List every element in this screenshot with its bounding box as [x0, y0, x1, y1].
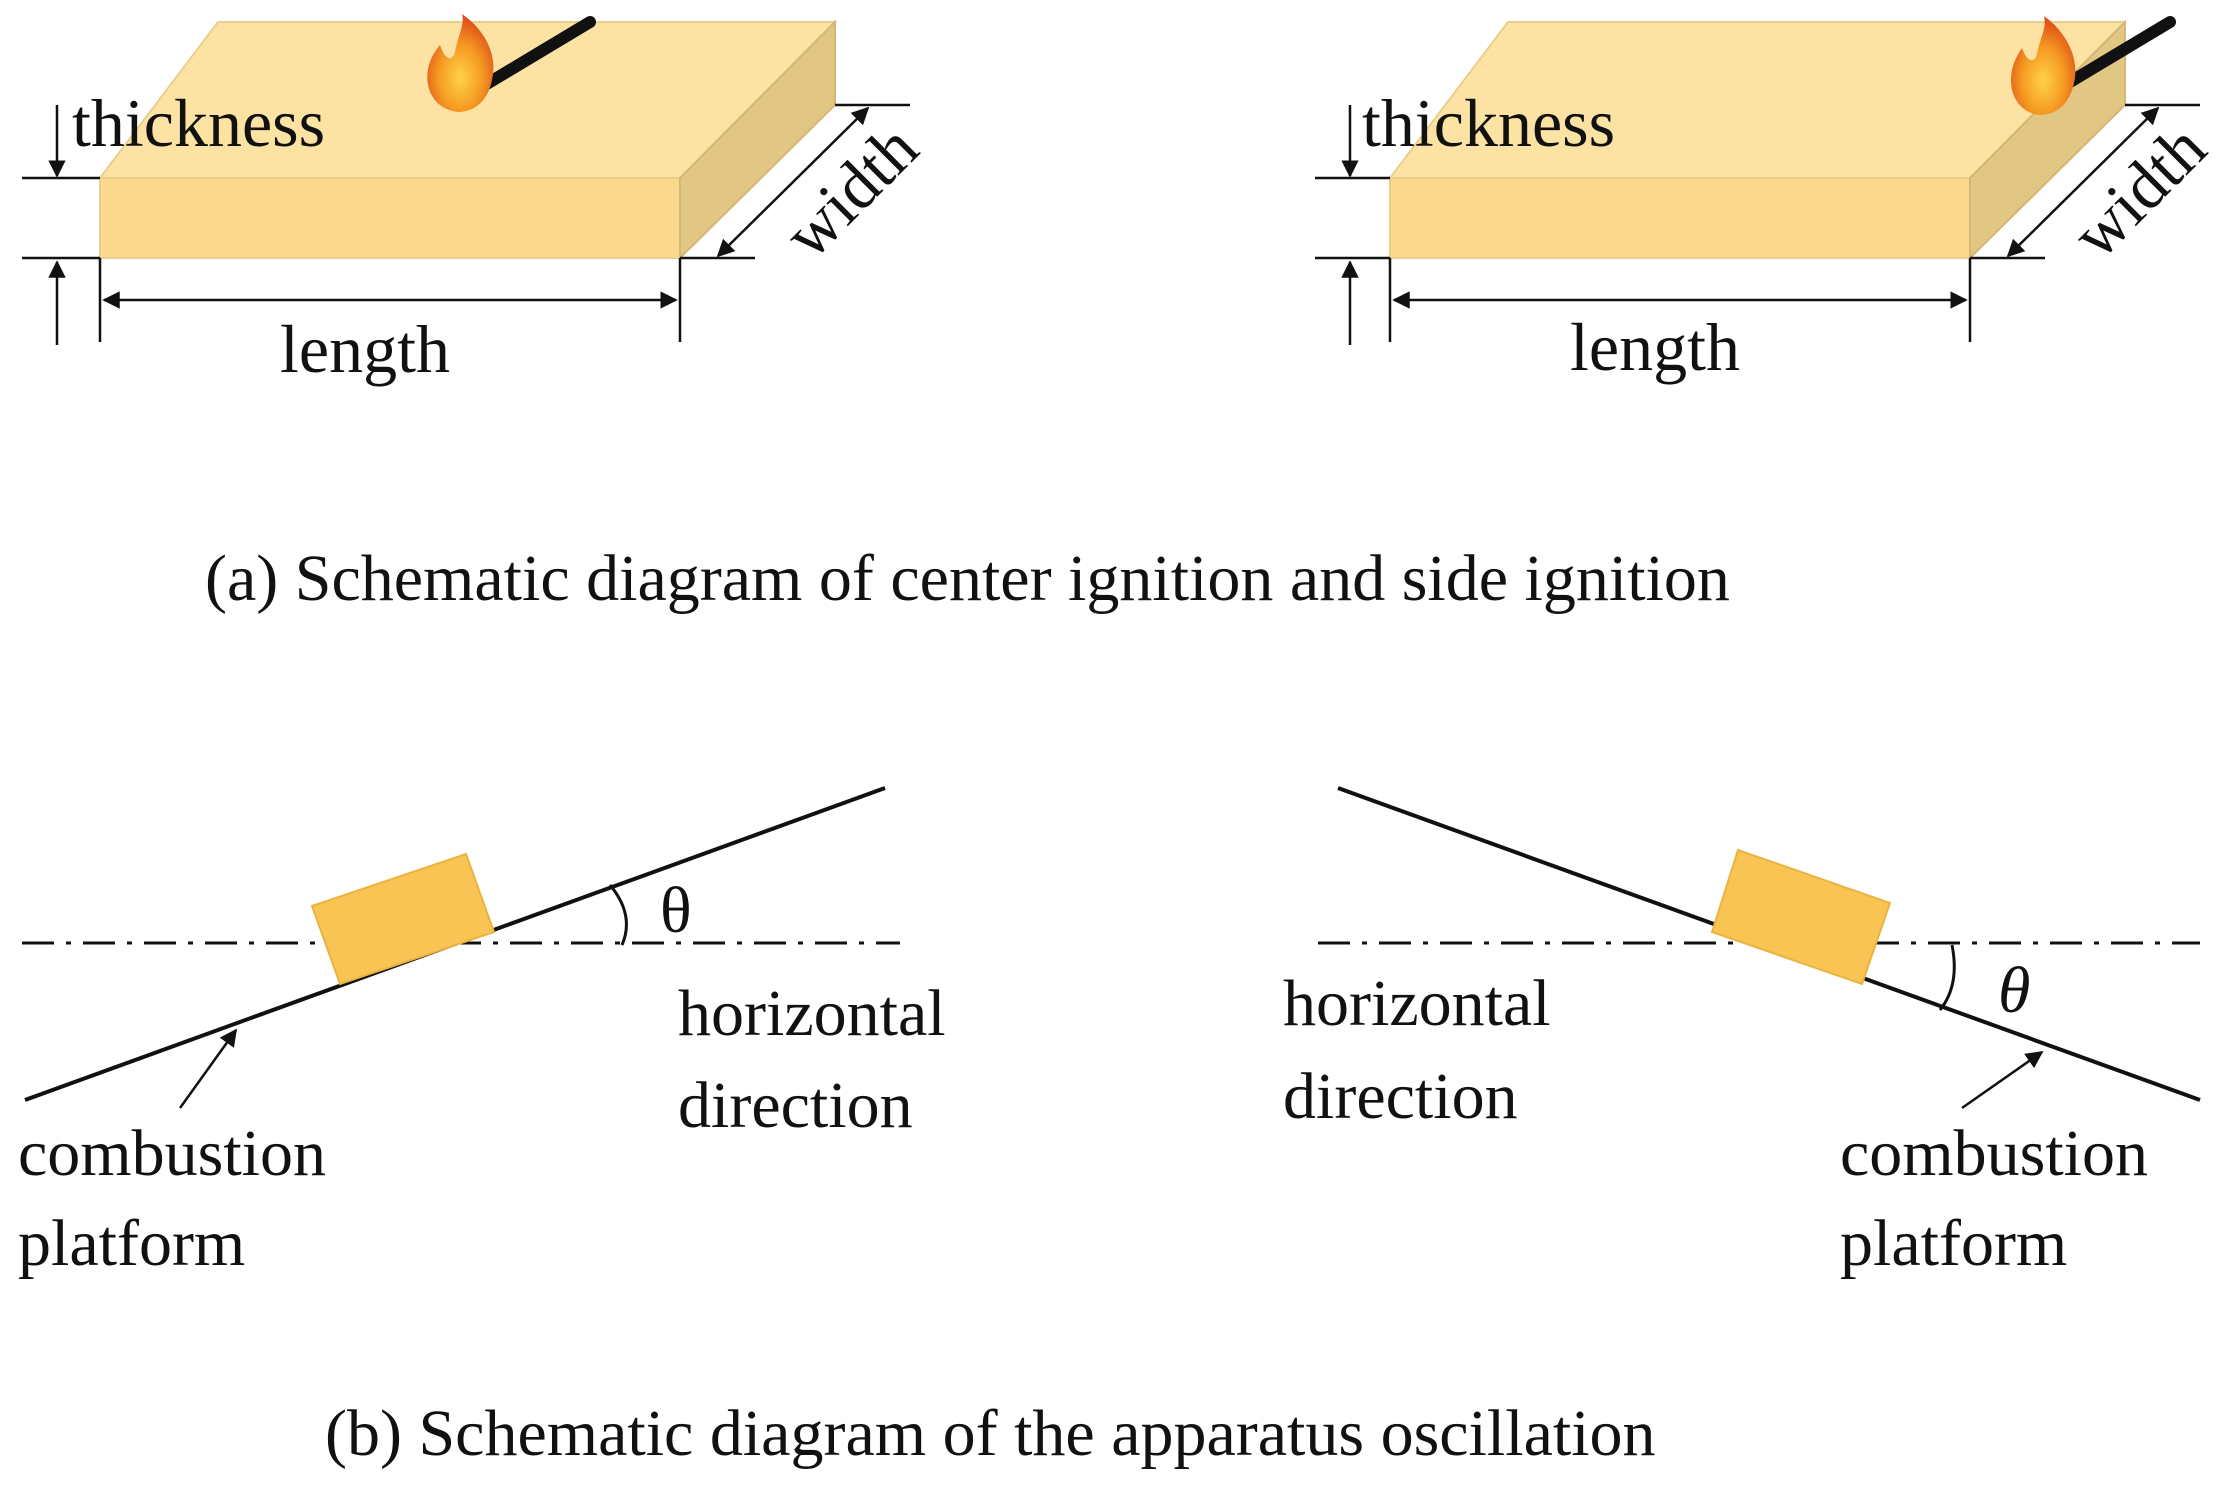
horizontal-direction-label: horizontal: [1283, 967, 1551, 1040]
length-label: length: [1570, 309, 1740, 385]
caption-a: (a) Schematic diagram of center ignition…: [205, 542, 1730, 615]
angle-theta-label: θ: [1998, 954, 2030, 1027]
combustion-platform-label: combustion: [1840, 1117, 2148, 1190]
slab-front-face: [1389, 177, 1971, 259]
oscillation-left: θ horizontal direction combustion platfo…: [18, 786, 946, 1280]
length-dimension: length: [1388, 258, 1972, 385]
caption-b: (b) Schematic diagram of the apparatus o…: [325, 1397, 1656, 1470]
length-dimension: length: [98, 258, 682, 387]
combustion-platform-label: combustion: [18, 1117, 326, 1190]
horizontal-direction-label: horizontal: [678, 977, 946, 1050]
thickness-label: thickness: [1362, 85, 1615, 161]
thickness-label: thickness: [72, 85, 325, 161]
platform-pointer-arrow: [1961, 1050, 2044, 1110]
slab-front-face: [99, 177, 681, 259]
angle-arc: [1938, 944, 1956, 1011]
thickness-dimension: thickness: [22, 85, 325, 345]
sample-block: [1710, 848, 1892, 986]
match-flame-icon: [2010, 16, 2176, 115]
platform-pointer-arrow: [178, 1028, 238, 1109]
horizontal-direction-label: direction: [678, 1069, 913, 1142]
angle-arc: [608, 884, 628, 946]
length-label: length: [280, 311, 450, 387]
thickness-dimension: thickness: [1315, 85, 1615, 345]
combustion-platform-label: platform: [1840, 1207, 2067, 1280]
oscillation-right: θ horizontal direction combustion platfo…: [1283, 786, 2201, 1280]
combustion-platform-label: platform: [18, 1207, 245, 1280]
sample-block: [310, 852, 496, 986]
horizontal-direction-label: direction: [1283, 1060, 1518, 1133]
match-flame-icon: [427, 14, 596, 112]
angle-theta-label: θ: [660, 874, 692, 947]
